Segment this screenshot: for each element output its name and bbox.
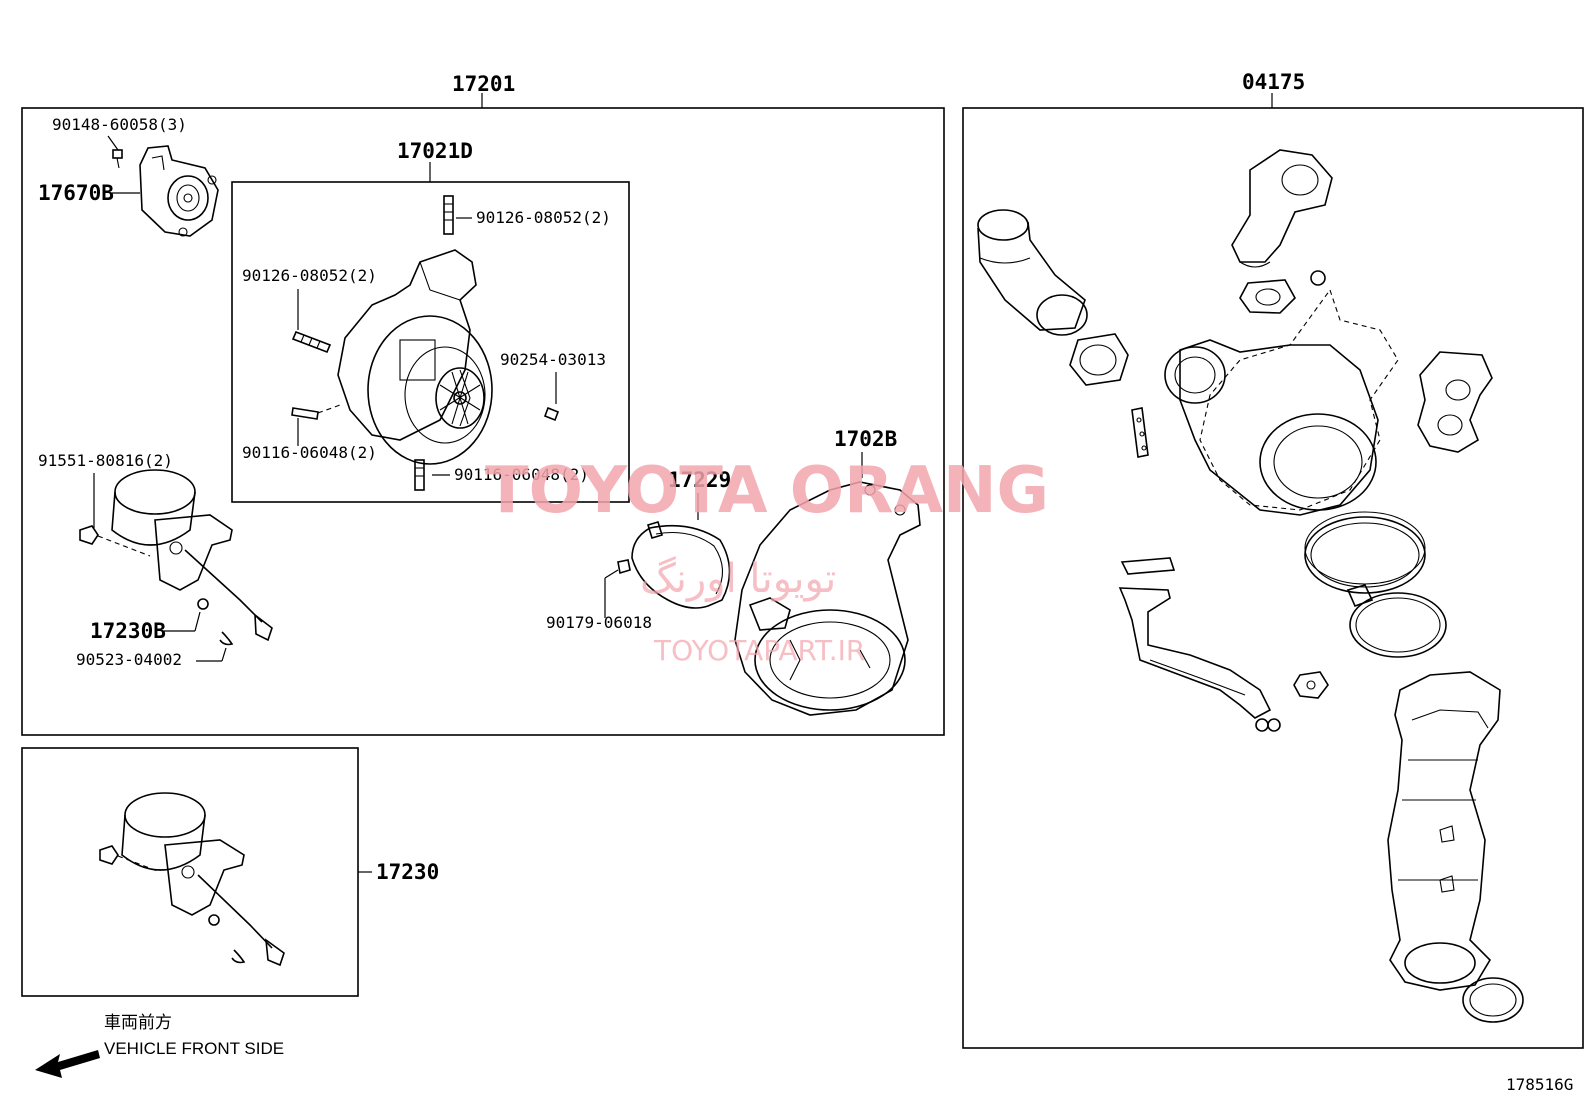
legend-japanese: 車両前方 <box>104 1013 172 1032</box>
position-sensor-icon <box>139 145 219 237</box>
gasket-left-icon <box>1069 333 1129 386</box>
group-label-17230: 17230 <box>376 860 439 884</box>
part-label-90148-60058: 90148-60058(3) <box>52 115 187 134</box>
group-label-17021d: 17021D <box>397 139 473 163</box>
illustration-number: 178516G <box>1506 1075 1573 1094</box>
stud-icon <box>291 330 332 354</box>
part-label-90254-03013: 90254-03013 <box>500 350 606 369</box>
part-label-90179-06018: 90179-06018 <box>546 613 652 632</box>
outlet-gasket-ring-icon <box>1462 977 1524 1023</box>
seal-ring-icon <box>1349 592 1447 658</box>
short-stud-icon <box>291 404 341 420</box>
part-label-17670b: 17670B <box>38 181 114 205</box>
part-label-90116-06048-left: 90116-06048(2) <box>242 443 377 462</box>
turbo-cartridge-icon <box>337 195 493 465</box>
oil-line-icon <box>1118 557 1272 719</box>
part-label-90126-08052-right: 90126-08052(2) <box>476 208 611 227</box>
small-gasket-bottom-icon <box>1293 671 1329 699</box>
pin-icon <box>543 406 560 422</box>
small-gasket-top-icon <box>1239 279 1296 314</box>
frame-exhaust-set <box>962 93 1584 1049</box>
catalytic-converter-icon <box>1387 671 1501 991</box>
part-label-1702b: 1702B <box>834 427 897 451</box>
part-label-17229: 17229 <box>668 468 731 492</box>
watermark-url: TOYOTAPART.IR <box>653 634 865 667</box>
watermark-persian: تویوتا اورنگ <box>640 556 836 602</box>
bolt-icon <box>107 135 123 169</box>
actuator-17230b-icon <box>79 469 273 646</box>
part-label-90116-06048-bottom: 90116-06048(2) <box>454 465 589 484</box>
legend-english: VEHICLE FRONT SIDE <box>104 1039 284 1058</box>
part-label-90126-08052-left: 90126-08052(2) <box>242 266 377 285</box>
group-label-04175: 04175 <box>1242 70 1305 94</box>
clip-ring-icon <box>1255 718 1281 732</box>
part-label-90523-04002: 90523-04002 <box>76 650 182 669</box>
group-label-17201: 17201 <box>452 72 515 96</box>
exhaust-gasket-right-icon <box>1417 351 1493 453</box>
turbine-outlet-elbow-icon <box>734 481 921 716</box>
turbine-housing-icon <box>1164 288 1399 516</box>
part-label-91551-80816: 91551-80816(2) <box>38 451 173 470</box>
actuator-17230-icon <box>99 792 285 967</box>
v-band-clamp-large-icon <box>1304 511 1426 608</box>
outlet-pipe-icon <box>977 209 1088 336</box>
frame-actuator-kit <box>21 747 359 997</box>
part-label-17230b: 17230B <box>90 619 166 643</box>
nut-icon <box>617 559 631 575</box>
frame-cartridge <box>231 162 630 503</box>
v-band-clamp-icon <box>631 521 731 609</box>
arrow-left-icon <box>35 1050 100 1078</box>
short-stud-bottom-icon <box>414 459 425 491</box>
small-plate-gasket-icon <box>1131 407 1149 458</box>
inlet-elbow-top-icon <box>1231 149 1333 268</box>
washer-icon <box>1310 270 1326 286</box>
watermark-brand: TOYOTA ORANG <box>485 454 1049 528</box>
frame-turbo-assembly <box>21 93 945 736</box>
